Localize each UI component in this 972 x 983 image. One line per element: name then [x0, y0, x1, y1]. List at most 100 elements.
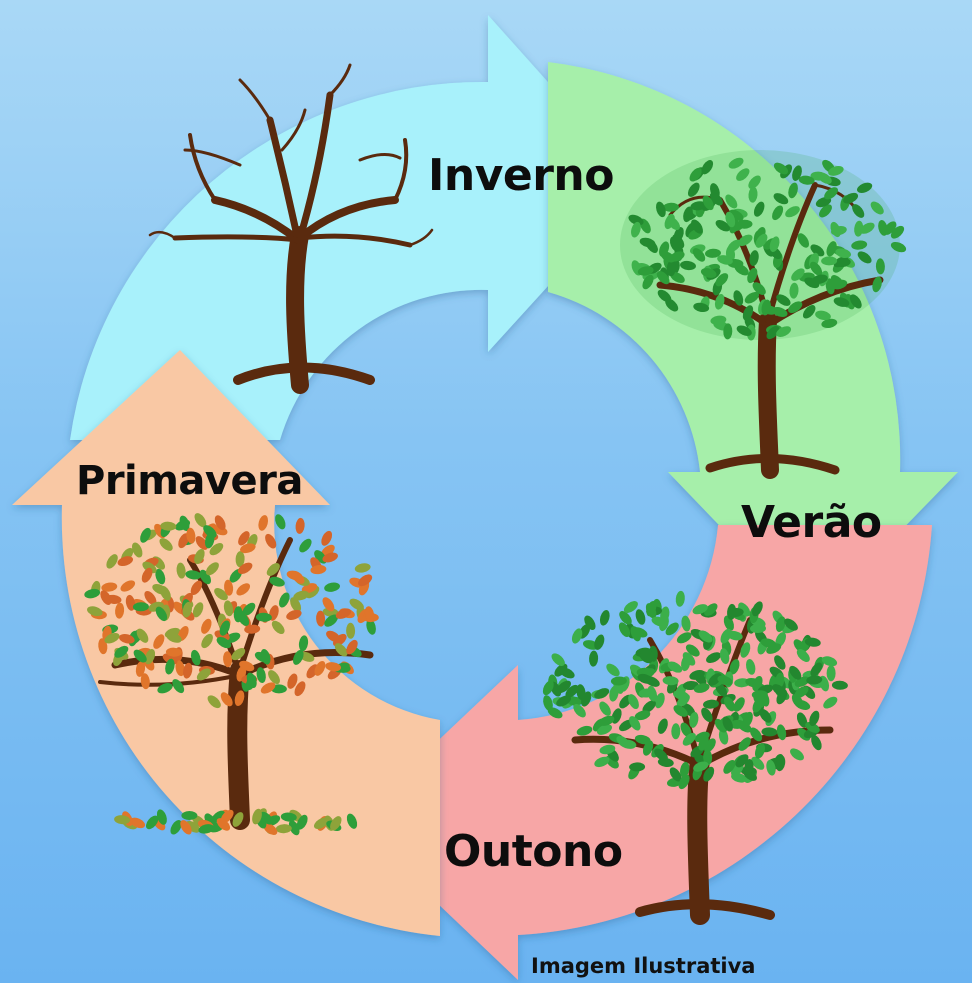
leaf [639, 237, 656, 248]
leaf [140, 673, 150, 690]
leaf [788, 301, 803, 314]
leaf [594, 756, 610, 768]
leaf [772, 307, 788, 317]
leaf [682, 732, 696, 746]
leaf [606, 663, 620, 677]
leaf [773, 162, 789, 175]
leaf [819, 204, 832, 218]
leaf [275, 824, 292, 834]
leaf [258, 515, 269, 531]
leaf [136, 628, 149, 643]
leaf [725, 194, 738, 209]
leaf [101, 582, 118, 592]
leaf [753, 201, 765, 217]
leaf [232, 812, 244, 827]
leaf [676, 632, 692, 644]
leaf [179, 515, 190, 532]
leaf [775, 616, 786, 632]
leaf [675, 590, 685, 607]
leaf [749, 250, 759, 267]
leaf [551, 653, 565, 667]
leaf [159, 538, 173, 551]
leaf [314, 660, 326, 676]
leaf [266, 563, 280, 576]
leaf [672, 234, 685, 249]
leaf [680, 260, 696, 271]
leaf [704, 603, 718, 616]
leaf [214, 587, 228, 601]
leaf [629, 716, 641, 731]
leaf [751, 756, 765, 770]
leaf [589, 650, 599, 667]
leaf [160, 521, 177, 531]
leaf [831, 680, 848, 690]
leaf [637, 266, 654, 276]
leaf [709, 192, 723, 206]
leaf [594, 634, 605, 650]
leaf [745, 677, 762, 688]
leaf [687, 182, 700, 197]
leaf [665, 622, 679, 636]
leaf [87, 606, 103, 617]
leaf [223, 651, 233, 668]
leaf [157, 683, 173, 694]
leaf [286, 609, 302, 620]
leaf [335, 608, 351, 619]
leaf [856, 182, 873, 193]
leaf [178, 533, 189, 549]
leaf [833, 256, 849, 268]
leaf [543, 695, 553, 711]
leaf [744, 759, 754, 775]
leaf [260, 682, 276, 694]
leaf [581, 691, 592, 707]
leaf [843, 192, 859, 204]
leaf [804, 637, 821, 647]
leaf [647, 685, 658, 702]
leaf [642, 740, 654, 756]
leaf [236, 583, 251, 596]
leaf [645, 603, 657, 619]
leaf [634, 710, 651, 721]
leaf [279, 592, 290, 608]
leaf [717, 675, 733, 686]
leaf [821, 318, 838, 329]
leaf [106, 554, 118, 569]
leaf [290, 597, 302, 612]
leaf [628, 214, 644, 226]
leaf [198, 824, 215, 834]
leaf [133, 649, 147, 663]
leaf [346, 622, 356, 639]
leaf [180, 820, 192, 835]
leaf [703, 766, 715, 782]
leaf [597, 724, 612, 735]
leaf [235, 551, 245, 568]
leaf [255, 612, 272, 622]
leaf [231, 648, 246, 661]
leaf [742, 711, 753, 728]
leaf [748, 175, 761, 189]
leaf [656, 270, 670, 285]
leaf [599, 610, 610, 626]
leaf [729, 719, 746, 729]
leaf [144, 649, 156, 665]
leaf [576, 725, 593, 736]
leaf [766, 759, 776, 776]
leaf [358, 574, 373, 587]
leaf [662, 676, 679, 686]
leaf [760, 638, 777, 649]
leaf [637, 673, 654, 684]
leaf [584, 615, 596, 631]
leaf [700, 268, 717, 278]
leaf [809, 710, 820, 727]
leaf [254, 651, 270, 663]
leaf [100, 590, 112, 605]
leaf [744, 291, 760, 304]
leaf [131, 542, 143, 558]
leaf [826, 665, 836, 682]
leaf [723, 323, 733, 340]
leaf [710, 315, 727, 325]
leaf [263, 823, 278, 835]
leaf [654, 748, 668, 761]
leaf [325, 662, 342, 672]
